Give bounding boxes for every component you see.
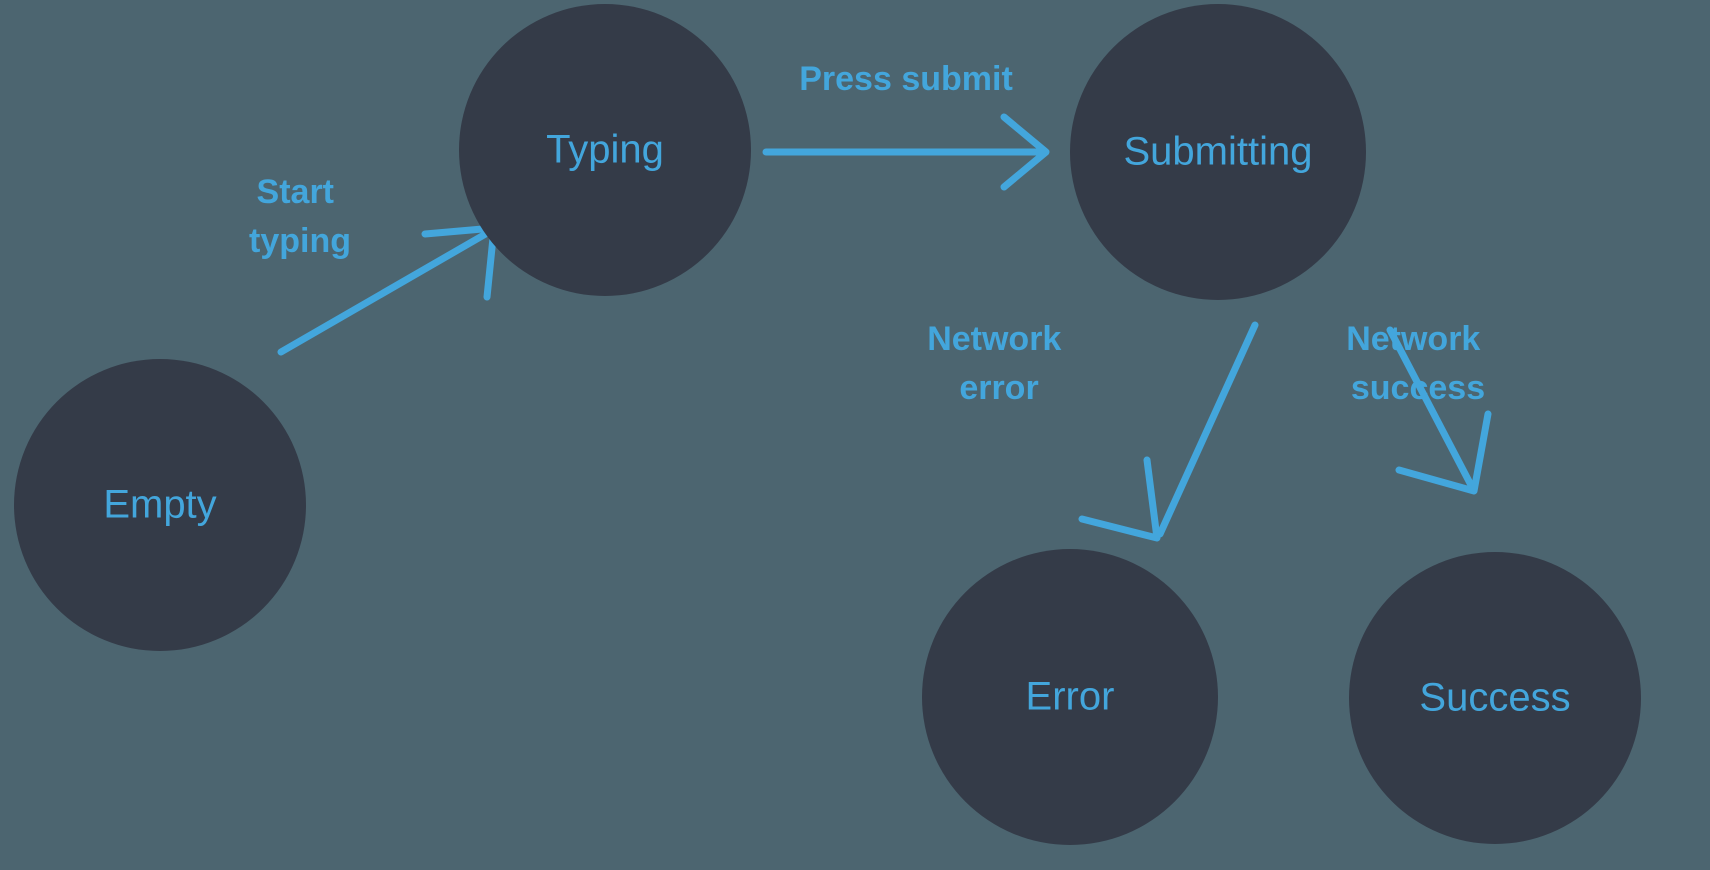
node-success-label: Success	[1419, 676, 1570, 720]
node-submitting-label: Submitting	[1124, 130, 1313, 174]
edge-label-line: success	[1351, 369, 1485, 407]
node-error-circle[interactable]	[922, 549, 1218, 845]
edge-label-line: Network	[927, 320, 1061, 358]
node-empty[interactable]: Empty	[14, 359, 306, 651]
edge-label-line: typing	[249, 222, 351, 260]
edge-line-network-success	[1386, 326, 1476, 491]
edge-submitting-to-success	[1386, 326, 1492, 495]
edge-label-network-error: Network error	[927, 320, 1071, 407]
edge-line-start-typing	[277, 228, 493, 356]
node-submitting[interactable]: Submitting	[1070, 4, 1366, 300]
edge-label-start-typing: Start typing	[249, 173, 351, 260]
node-success[interactable]: Success	[1349, 552, 1641, 844]
edge-line-network-error	[1156, 321, 1259, 538]
node-empty-circle[interactable]	[14, 359, 306, 651]
node-error[interactable]: Error	[922, 549, 1218, 845]
edge-label-press-submit: Press submit	[799, 60, 1013, 98]
node-success-circle[interactable]	[1349, 552, 1641, 844]
node-error-label: Error	[1026, 675, 1115, 719]
node-typing-label: Typing	[546, 128, 664, 172]
node-typing-circle[interactable]	[459, 4, 751, 296]
node-typing[interactable]: Typing	[459, 4, 751, 296]
edge-label-line: Start	[257, 173, 334, 211]
arrowhead-network-error	[1078, 456, 1161, 542]
arrowhead-network-success	[1395, 410, 1492, 495]
edge-label-line: Network	[1346, 320, 1480, 358]
node-submitting-circle[interactable]	[1070, 4, 1366, 300]
edge-label-line: error	[959, 369, 1038, 407]
arrowhead-press-submit	[1000, 113, 1050, 191]
edge-submitting-to-error	[1078, 321, 1259, 542]
edge-typing-to-submitting	[762, 113, 1050, 191]
edge-label-network-success: Network success	[1346, 320, 1490, 407]
edge-label-line: Press submit	[799, 60, 1013, 98]
node-empty-label: Empty	[103, 483, 216, 527]
